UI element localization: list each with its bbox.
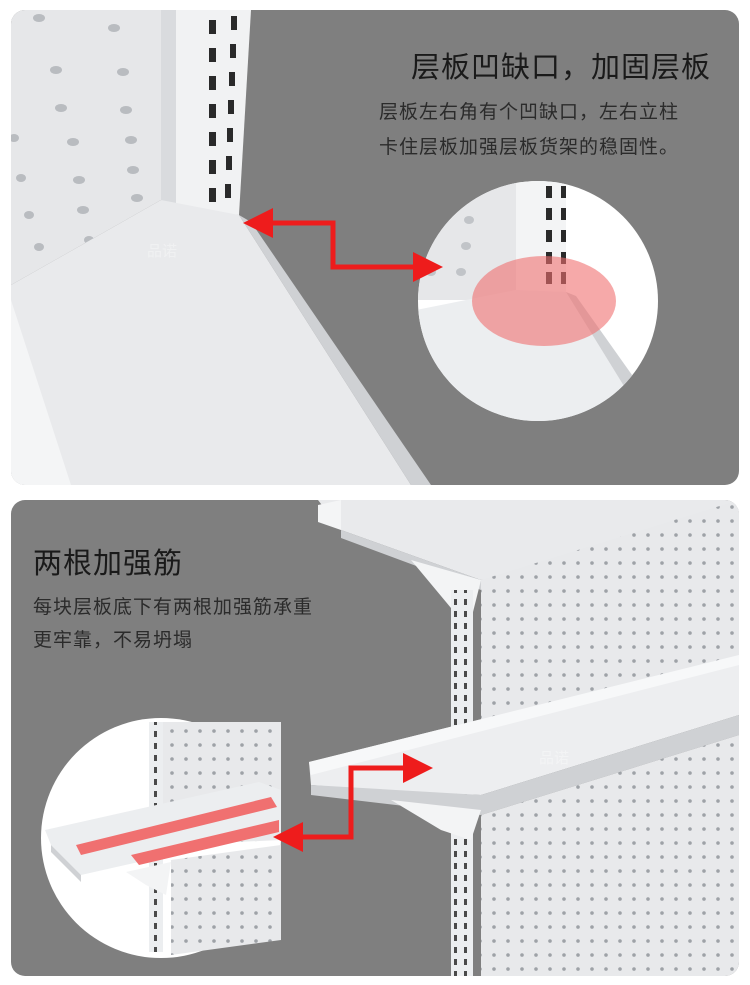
shelf-corner-illustration xyxy=(11,10,658,485)
section-description-line: 层板左右角有个凹缺口，左右立柱 xyxy=(379,101,680,123)
section-title: 两根加强筋 xyxy=(33,546,184,580)
rib-highlight xyxy=(131,820,279,865)
watermark: 品诺 xyxy=(539,749,570,767)
section-description-line: 每块层板底下有两根加强筋承重 xyxy=(33,596,314,618)
post-slots xyxy=(209,16,237,202)
section-ribs-panel: 两根加强筋 每块层板底下有两根加强筋承重 更牢靠，不易坍塌 品诺 xyxy=(11,500,739,976)
pegboard-holes xyxy=(11,14,143,251)
section-description-line: 更牢靠，不易坍塌 xyxy=(33,629,194,651)
arrow-connector xyxy=(243,208,443,282)
zoom-detail xyxy=(45,722,281,955)
pegboard-upper xyxy=(481,500,739,725)
shelf-ribs-illustration xyxy=(41,500,739,976)
shelf-surface xyxy=(11,200,411,485)
section-title: 层板凹缺口，加固层板 xyxy=(411,50,712,84)
upright-post-side xyxy=(161,10,176,210)
rib-highlight xyxy=(76,797,277,855)
arrow-connector xyxy=(273,753,433,852)
notch-highlight xyxy=(472,256,616,346)
zoom-detail xyxy=(418,181,658,421)
upper-shelf xyxy=(318,500,739,580)
pegboard-wall xyxy=(11,10,161,285)
section-notch-panel: 层板凹缺口，加固层板 层板左右角有个凹缺口，左右立柱 卡住层板加强层板货架的稳固… xyxy=(11,10,739,485)
section-description-line: 卡住层板加强层板货架的稳固性。 xyxy=(379,136,680,158)
pegboard-lower xyxy=(481,735,739,976)
shelf-edge xyxy=(239,215,431,485)
watermark: 品诺 xyxy=(147,242,178,260)
